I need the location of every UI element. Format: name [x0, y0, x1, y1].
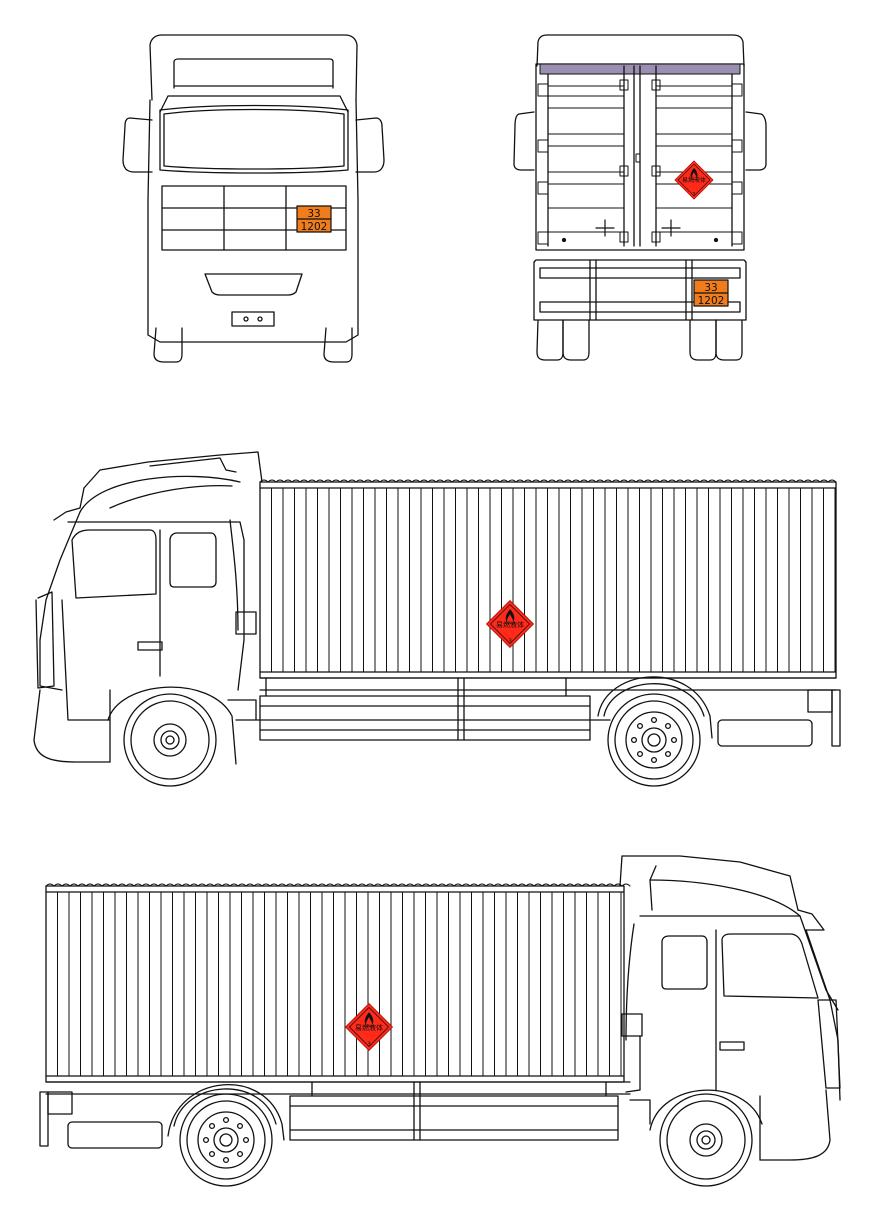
- left-diamond-class: 3: [508, 638, 512, 645]
- rear-hazard-diamond: 易燃液体 3: [674, 160, 714, 200]
- rear-diamond-class: 3: [692, 192, 695, 198]
- left-rear-wheel: [607, 693, 701, 787]
- rear-view: 易燃液体 3 33 1202: [513, 34, 767, 361]
- left-side-view: 易燃液体 3: [33, 451, 841, 787]
- rear-diamond-label: 易燃液体: [682, 176, 706, 184]
- front-view: 33 1202: [122, 34, 385, 363]
- right-side-view: 易燃液体 3: [39, 855, 841, 1187]
- cargo-roof-edge: [45, 883, 631, 887]
- right-diamond-class: 3: [367, 1041, 371, 1048]
- right-front-wheel: [659, 1093, 753, 1187]
- right-hazard-diamond: 易燃液体 3: [344, 1002, 394, 1052]
- un-number: 1202: [301, 221, 328, 233]
- front-hazard-plate: 33 1202: [296, 205, 332, 233]
- left-front-wheel: [123, 693, 217, 787]
- rear-hazard-plate: 33 1202: [693, 279, 729, 307]
- left-hazard-diamond: 易燃液体 3: [485, 599, 535, 649]
- right-rear-wheel: [179, 1093, 273, 1187]
- cargo-roof-edge: [259, 479, 837, 483]
- rear-hazard-id-number: 33: [704, 282, 717, 294]
- hazard-id-number: 33: [307, 208, 320, 220]
- left-diamond-label: 易燃液体: [496, 620, 524, 629]
- rear-un-number: 1202: [698, 295, 725, 307]
- right-diamond-label: 易燃液体: [355, 1023, 383, 1032]
